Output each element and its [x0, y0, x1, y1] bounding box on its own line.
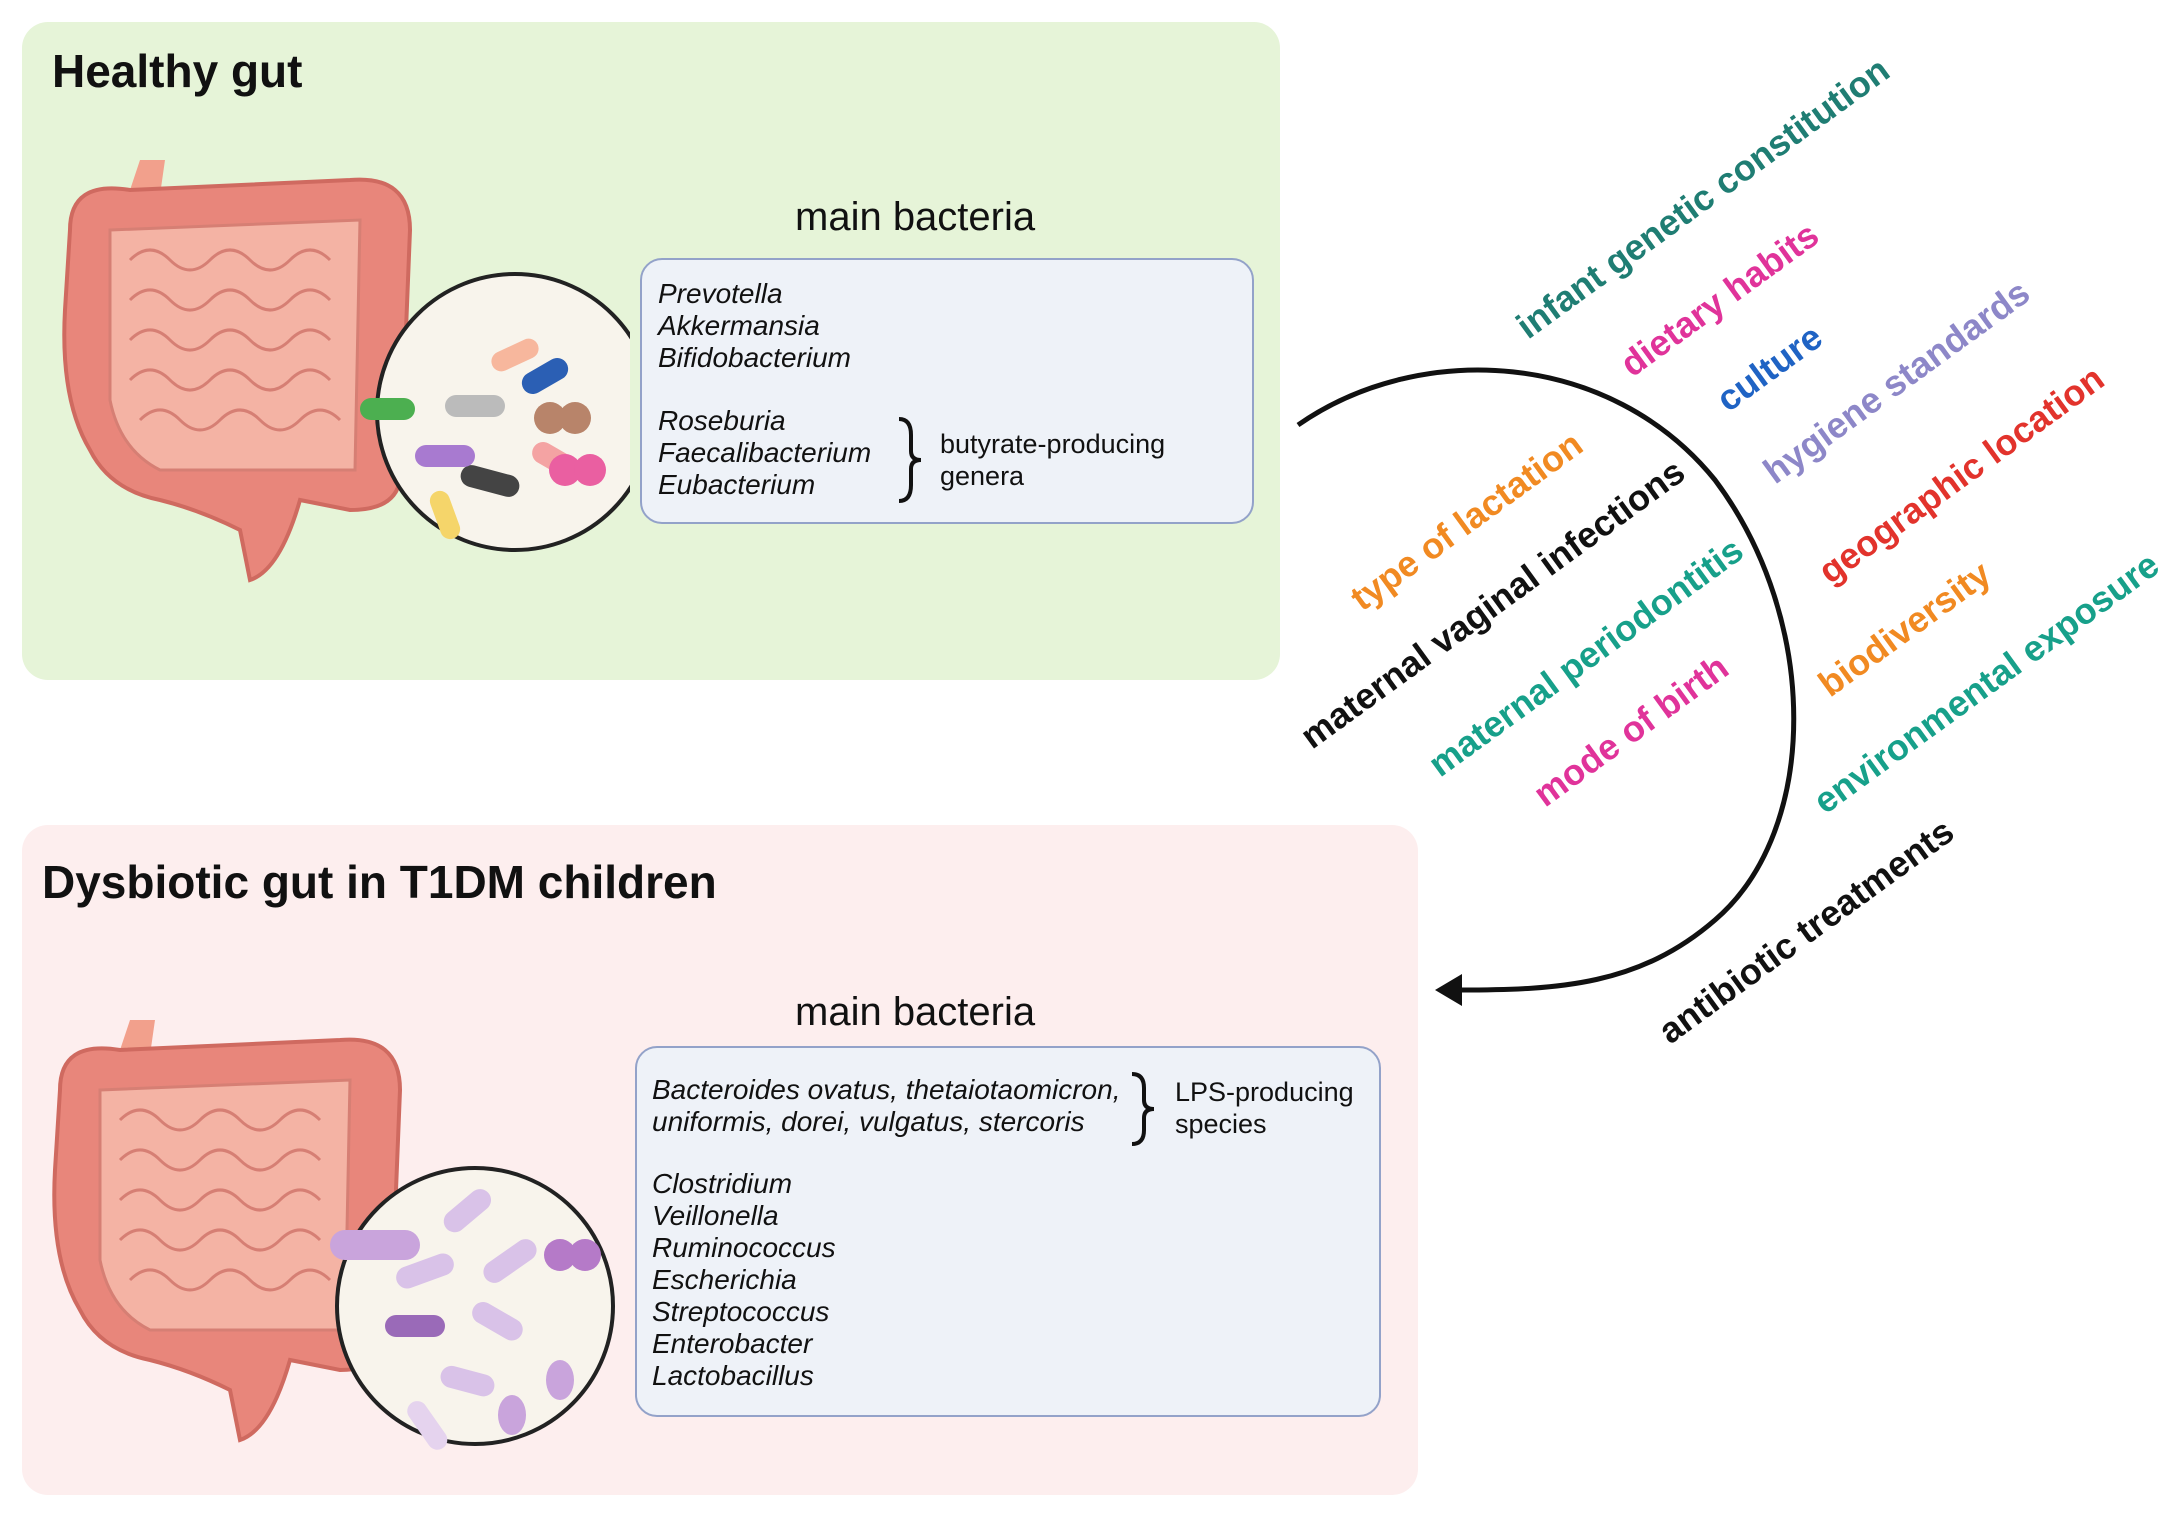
healthy-intestine-illustration: [62, 160, 630, 583]
lps-note: LPS-producing species: [1175, 1076, 1354, 1140]
bacteria-item: Roseburia: [658, 405, 786, 436]
factor-label: antibiotic treatments: [1651, 810, 1962, 1051]
bacteria-item: Eubacterium: [658, 469, 816, 500]
dysbiotic-gut-title: Dysbiotic gut in T1DM children: [42, 856, 717, 908]
note-line: genera: [940, 461, 1025, 491]
bacteria-item: uniformis, dorei, vulgatus, stercoris: [652, 1106, 1085, 1137]
factor-label: culture: [1709, 316, 1830, 420]
dysbiotic-main-bacteria-label: main bacteria: [795, 990, 1036, 1034]
healthy-bacteria-list-2: Roseburia Faecalibacterium Eubacterium: [658, 405, 871, 501]
bacteroides-list: Bacteroides ovatus, thetaiotaomicron, un…: [652, 1074, 1120, 1138]
dysbiotic-bacteria-box: [635, 1046, 1381, 1417]
bacteria-item: Bacteroides ovatus, thetaiotaomicron,: [652, 1074, 1121, 1105]
note-line: LPS-producing: [1175, 1077, 1354, 1107]
bacteria-item: Escherichia: [652, 1264, 797, 1295]
factor-label: type of lactation: [1343, 423, 1590, 618]
influence-arc-arrow: [1296, 367, 1797, 993]
note-line: butyrate-producing: [940, 429, 1166, 459]
brace-icon: [898, 417, 922, 503]
bacteria-item: Prevotella: [658, 278, 783, 309]
note-line: species: [1175, 1109, 1267, 1139]
healthy-main-bacteria-label: main bacteria: [795, 195, 1036, 239]
bacteria-item: Veillonella: [652, 1200, 779, 1231]
bacteria-item: Faecalibacterium: [658, 437, 872, 468]
bacteria-item: Ruminococcus: [652, 1232, 836, 1263]
healthy-bacteria-box: [640, 258, 1254, 524]
bacteria-item: Streptococcus: [652, 1296, 830, 1327]
dysbiotic-intestine-illustration: [52, 1020, 615, 1450]
butyrate-note: butyrate-producing genera: [940, 428, 1165, 492]
bacteria-item: Clostridium: [652, 1168, 793, 1199]
bacteria-item: Bifidobacterium: [658, 342, 851, 373]
bacteria-item: Akkermansia: [658, 310, 820, 341]
healthy-bacteria-list-1: Prevotella Akkermansia Bifidobacterium: [658, 278, 851, 374]
arrowhead-icon: [1435, 974, 1462, 1006]
brace-icon: [1131, 1072, 1155, 1146]
bacteria-item: Enterobacter: [652, 1328, 813, 1359]
healthy-gut-title: Healthy gut: [52, 45, 303, 97]
bacteria-item: Lactobacillus: [652, 1360, 814, 1391]
dysbiotic-bacteria-list-2: Clostridium Veillonella Ruminococcus Esc…: [652, 1168, 836, 1392]
